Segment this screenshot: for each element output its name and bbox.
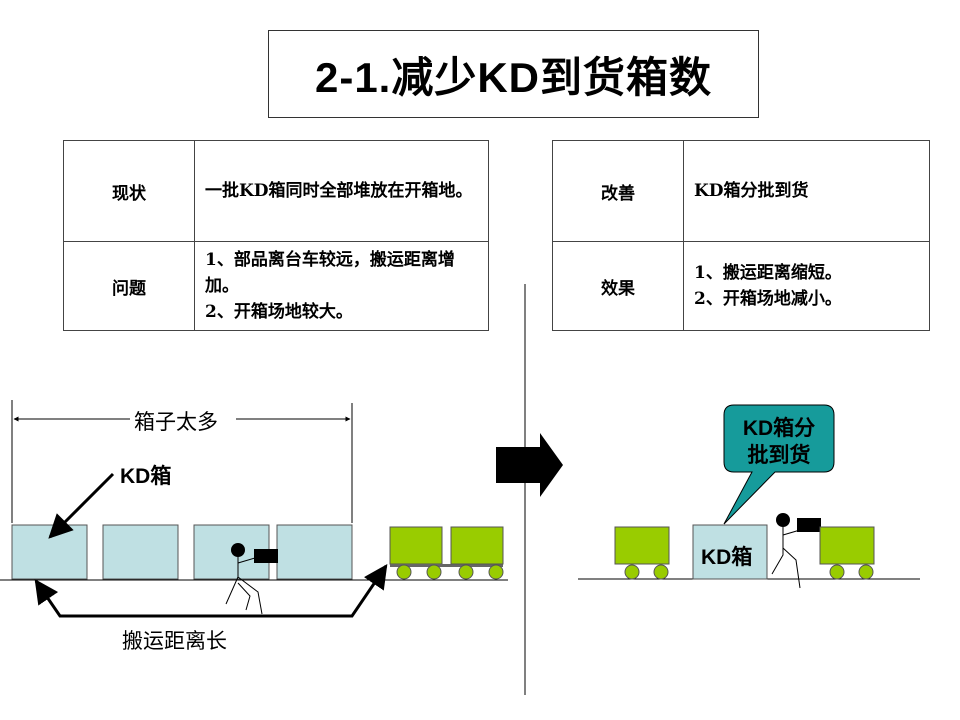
kd-box-right — [692, 524, 768, 580]
effect-value: 1、搬运距离缩短。 2、开箱场地减小。 — [683, 241, 930, 331]
too-many-boxes-label: 箱子太多 — [134, 410, 218, 434]
effect-line-2: 2、开箱场地减小。 — [694, 289, 842, 309]
problem-value: 1、部品离台车较远，搬运距离增加。 2、开箱场地较大。 — [194, 241, 489, 331]
transition-arrow — [496, 433, 563, 497]
kd-box-2 — [102, 524, 179, 580]
effect-line-1: 1、搬运距离缩短。 — [694, 263, 842, 283]
improvement-value: KD箱分批到货 — [683, 140, 930, 242]
worker-figure-right — [771, 513, 821, 589]
callout-text: KD箱分 批到货 — [738, 415, 820, 469]
callout-bubble — [723, 404, 835, 525]
callout-line-1: KD箱分 — [742, 417, 816, 440]
effect-label: 效果 — [552, 241, 684, 331]
kd-box-1 — [11, 524, 88, 580]
carry-distance-arrow — [34, 564, 388, 618]
cart-left-1 — [389, 526, 503, 580]
callout-line-2: 批到货 — [747, 444, 811, 467]
kd-box-label-right: KD箱 — [701, 546, 753, 569]
long-distance-label: 搬运距离长 — [122, 629, 227, 653]
problem-label: 问题 — [63, 241, 195, 331]
cart-right-1 — [614, 526, 670, 580]
cart-left-2 — [450, 526, 504, 580]
kd-box-label-left: KD箱 — [120, 465, 172, 488]
kd-box-pointer-arrow — [48, 472, 115, 539]
improvement-label: 改善 — [552, 140, 684, 242]
page-title: 2-1.减少KD到货箱数 — [268, 30, 759, 118]
problem-line-2: 2、开箱场地较大。 — [205, 302, 353, 322]
cart-right-2 — [819, 526, 875, 580]
problem-line-1: 1、部品离台车较远，搬运距离增加。 — [205, 250, 455, 296]
kd-box-4 — [276, 524, 353, 580]
current-state-table: 现状 一批KD箱同时全部堆放在开箱地。 问题 1、部品离台车较远，搬运距离增加。… — [63, 140, 489, 331]
improvement-table: 改善 KD箱分批到货 效果 1、搬运距离缩短。 2、开箱场地减小。 — [552, 140, 930, 331]
